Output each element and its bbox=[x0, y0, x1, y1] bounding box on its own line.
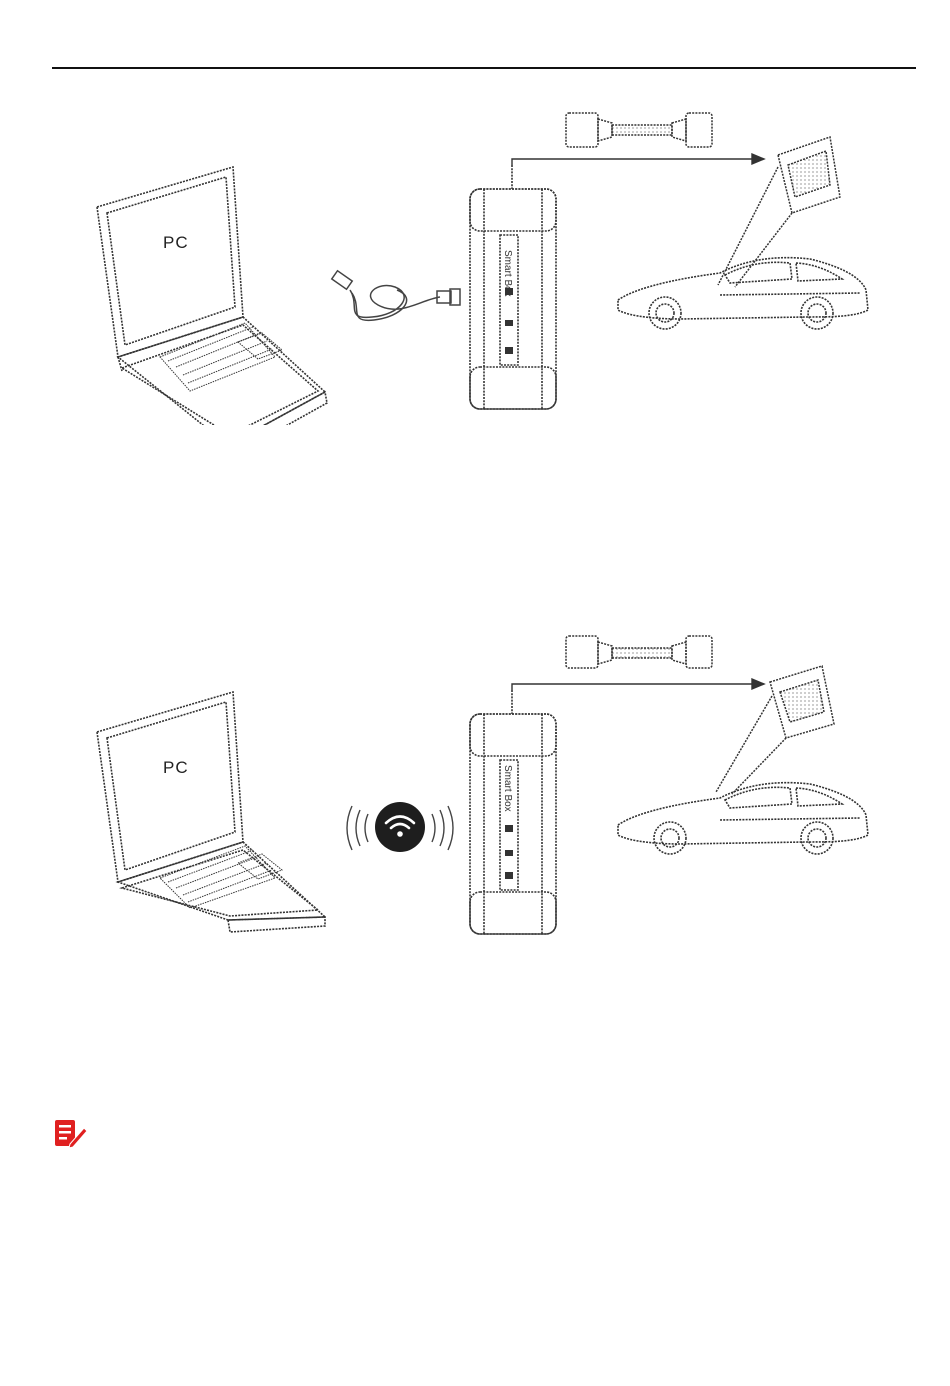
obd-extension-cable-icon bbox=[566, 113, 712, 147]
connection-arrow bbox=[512, 154, 764, 165]
pc-label: PC bbox=[163, 233, 189, 252]
smart-box-device-icon bbox=[470, 690, 556, 934]
obd-port-zoom-icon bbox=[716, 666, 834, 794]
wifi-connection-figure: PC Smart Box bbox=[0, 620, 950, 950]
device-status-icons bbox=[505, 288, 513, 354]
smart-box-label: Smart Box bbox=[502, 765, 513, 812]
pc-label: PC bbox=[163, 758, 189, 777]
laptop-icon bbox=[97, 167, 327, 425]
laptop-icon bbox=[97, 692, 325, 932]
usb-connection-figure: PC Smart Box bbox=[0, 95, 950, 425]
connection-arrow bbox=[512, 679, 764, 690]
note-pencil-icon bbox=[54, 1119, 88, 1149]
header-rule bbox=[52, 67, 916, 69]
usb-connection-diagram: PC Smart Box bbox=[0, 95, 950, 425]
car-icon bbox=[618, 783, 868, 854]
device-status-icons bbox=[505, 825, 513, 879]
wifi-connection-diagram: PC Smart Box bbox=[0, 620, 950, 950]
wifi-icon bbox=[375, 802, 425, 852]
car-icon bbox=[618, 258, 868, 329]
obd-extension-cable-icon bbox=[566, 636, 712, 668]
usb-cable-icon bbox=[332, 271, 460, 321]
